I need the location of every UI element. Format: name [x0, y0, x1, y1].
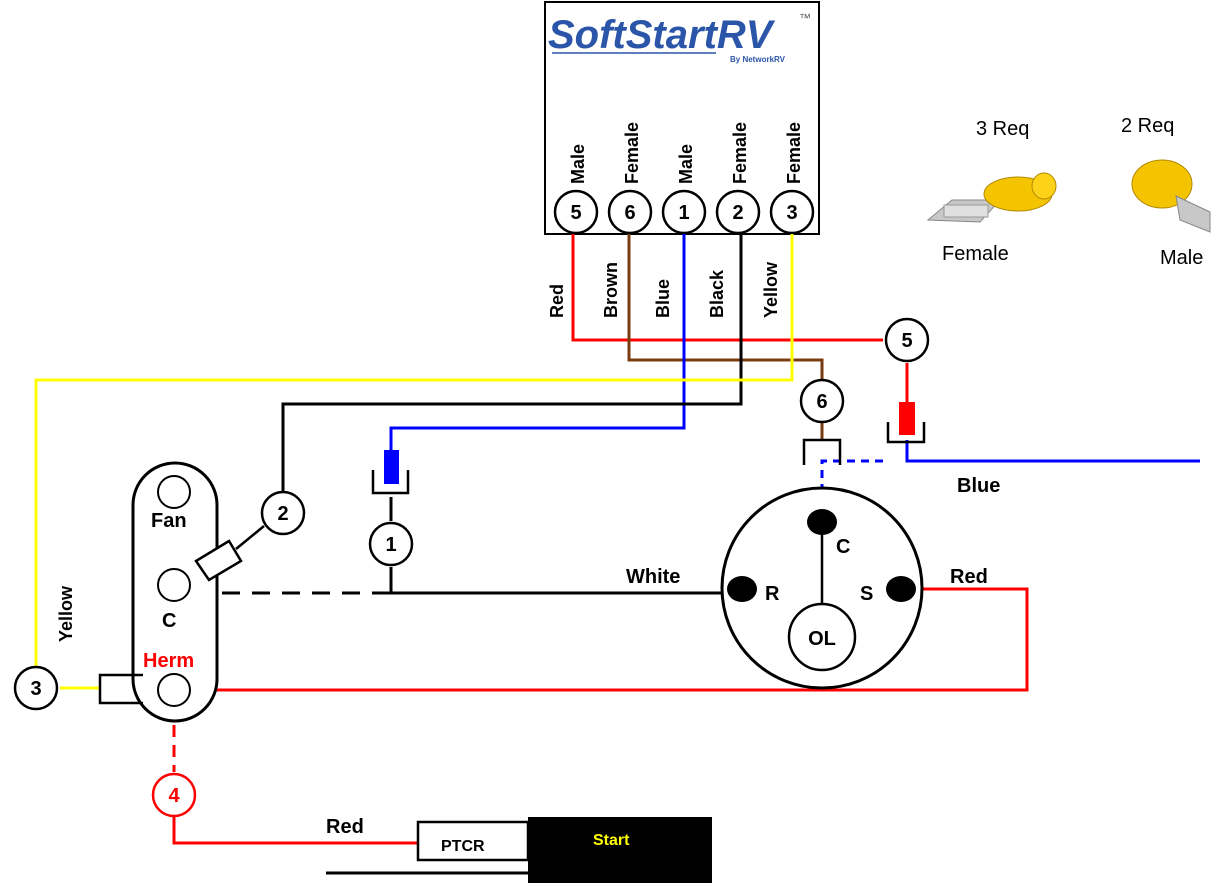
compressor-ol-circle	[787, 602, 857, 672]
node-5-circle	[884, 317, 930, 363]
connector-blue-node1	[371, 450, 410, 495]
capacitor-fan-label: Fan	[151, 510, 187, 532]
terminal-6-circle	[607, 189, 653, 235]
node-1-circle	[368, 521, 414, 567]
start-label: Start	[593, 832, 630, 849]
male-connector-reference: 2 Req Male	[1121, 115, 1211, 269]
label-blue-wire: Blue	[653, 279, 673, 318]
capacitor-fan-terminal	[157, 475, 191, 509]
female-connector-reference: 3 Req Female	[926, 118, 1057, 265]
capacitor-herm-label: Herm	[143, 650, 194, 672]
connector-red-node5	[886, 402, 926, 444]
terminal-3-gender: Female	[784, 122, 804, 184]
terminal-3-number: 3	[786, 202, 797, 224]
terminal-2-circle	[715, 189, 761, 235]
female-connector-icon	[926, 172, 1057, 223]
capacitor-herm-terminal	[157, 673, 191, 707]
node-3-label: 3	[30, 678, 41, 700]
node-4-circle	[151, 772, 197, 818]
wire-yellow-3	[34, 234, 794, 666]
capacitor-c-terminal	[157, 568, 191, 602]
terminal-1-circle	[661, 189, 707, 235]
label-black-wire: Black	[707, 269, 727, 318]
node-5-label: 5	[901, 330, 912, 352]
terminal-3-circle	[769, 189, 815, 235]
capacitor-c-label: C	[162, 610, 176, 632]
logo-byline: By NetworkRV	[730, 55, 786, 64]
connector-brown-node6	[802, 438, 842, 465]
node-2-label: 2	[277, 503, 288, 525]
label-red-s: Red	[950, 566, 988, 588]
terminal-1-number: 1	[678, 202, 689, 224]
wire-red-ptcr	[172, 817, 418, 845]
female-req-label: 3 Req	[976, 118, 1029, 140]
label-red-wire: Red	[547, 284, 567, 318]
wire-red-5	[571, 234, 883, 342]
label-white: White	[626, 566, 680, 588]
label-yellow-side: Yellow	[56, 585, 76, 642]
wire-blue-dashed-c	[820, 459, 883, 512]
terminal-2-number: 2	[732, 202, 743, 224]
connector-node3-herm	[98, 673, 143, 705]
node-4-label: 4	[168, 785, 180, 807]
node-6-label: 6	[816, 391, 827, 413]
terminal-5-circle	[553, 189, 599, 235]
connector-node2-c	[194, 525, 265, 582]
logo-trademark: ™	[799, 11, 811, 25]
wire-white-r	[389, 567, 723, 595]
node-6-circle	[799, 378, 845, 424]
wire-blue-run	[905, 440, 1200, 463]
compressor-c-label: C	[836, 536, 850, 558]
ptcr-label: PTCR	[441, 838, 485, 855]
wire-blue-1	[389, 234, 686, 450]
label-red-ptcr: Red	[326, 816, 364, 838]
terminal-1-gender: Male	[676, 144, 696, 184]
node-1-label: 1	[385, 534, 396, 556]
terminal-5-number: 5	[570, 202, 581, 224]
compressor-s-label: S	[860, 583, 873, 605]
terminal-2-gender: Female	[730, 122, 750, 184]
wire-brown-6	[627, 234, 824, 380]
compressor-ol-label: OL	[808, 628, 836, 650]
female-label: Female	[942, 243, 1009, 265]
wire-red-s-herm	[192, 587, 1029, 692]
wire-black-2	[281, 234, 743, 492]
compressor-c-terminal	[807, 509, 837, 535]
logo-brand: SoftStartRV	[548, 13, 776, 57]
label-brown-wire: Brown	[601, 262, 621, 318]
male-connector-icon	[1131, 159, 1211, 233]
male-label: Male	[1160, 247, 1203, 269]
terminal-6-number: 6	[624, 202, 635, 224]
terminal-6-gender: Female	[622, 122, 642, 184]
compressor-r-terminal	[727, 576, 757, 602]
node-2-circle	[260, 490, 306, 536]
label-blue-right: Blue	[957, 475, 1000, 497]
compressor-s-terminal	[886, 576, 916, 602]
start-box	[528, 817, 712, 883]
softstart-logo: SoftStartRV ™ By NetworkRV	[548, 11, 811, 64]
compressor-r-label: R	[765, 583, 780, 605]
male-req-label: 2 Req	[1121, 115, 1174, 137]
node-3-circle	[13, 665, 59, 711]
terminal-5-gender: Male	[568, 144, 588, 184]
label-yellow-wire: Yellow	[761, 261, 781, 318]
